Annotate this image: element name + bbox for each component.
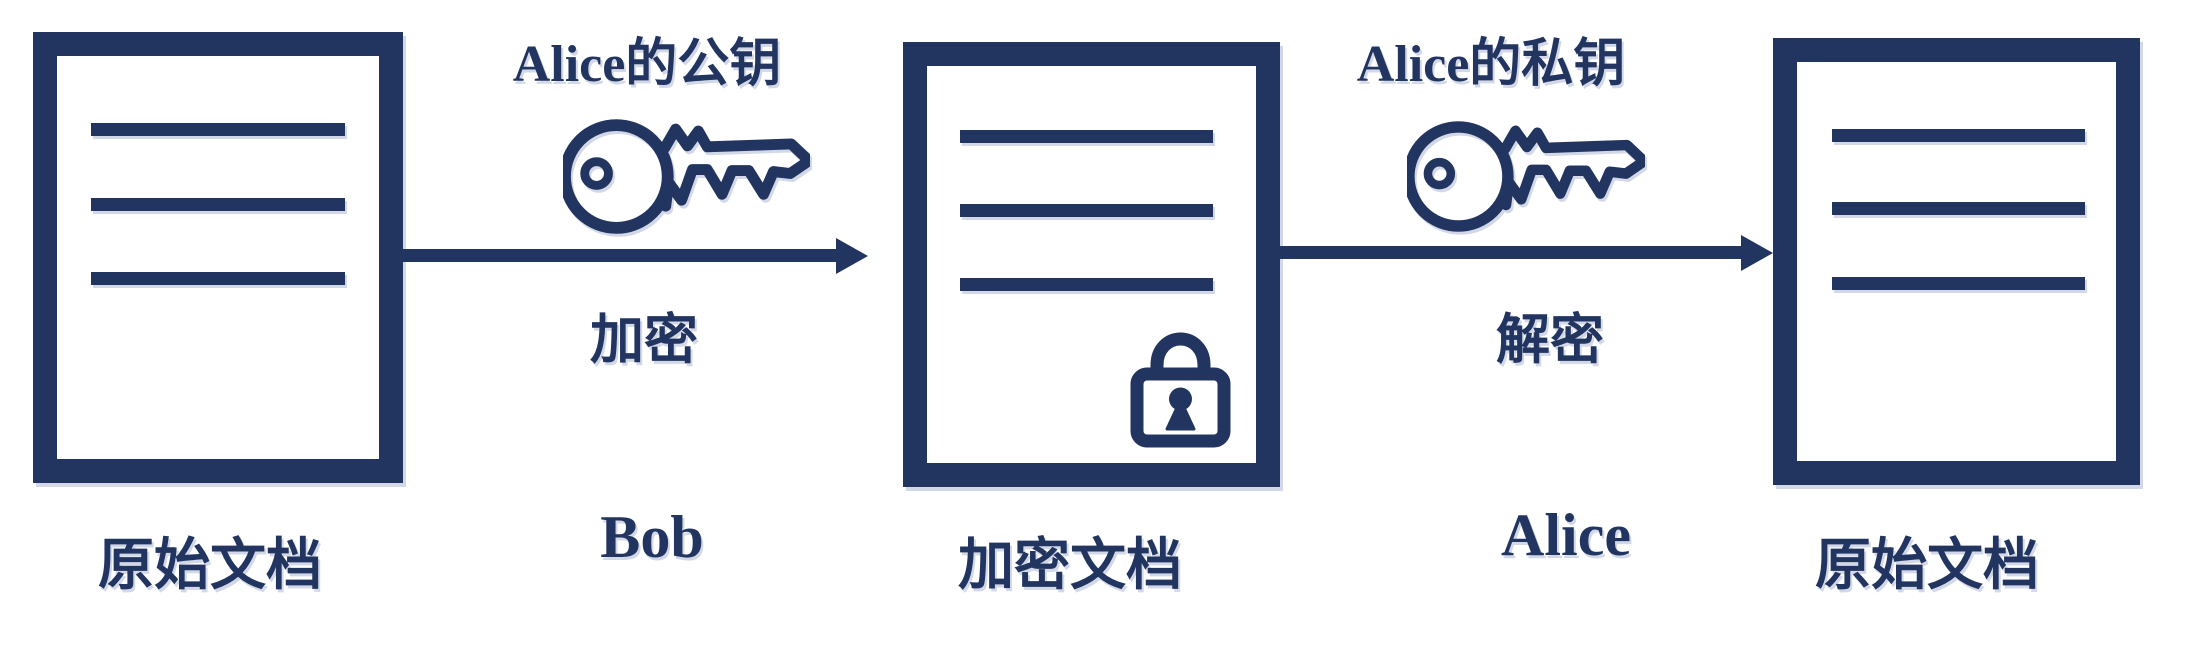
- encrypt-action-label: 加密: [590, 310, 698, 370]
- document-text-line: [1832, 202, 2085, 215]
- document-label-original-right: 原始文档: [1815, 533, 2039, 596]
- document-text-line: [1832, 129, 2085, 142]
- decrypt-arrow-head-icon: [1741, 235, 1773, 271]
- encrypt-arrow-head-icon: [836, 238, 868, 274]
- document-text-line: [1832, 277, 2085, 290]
- document-text-line: [960, 278, 1213, 291]
- document-label-original-left: 原始文档: [98, 533, 322, 596]
- document-box-original-left: [33, 32, 403, 483]
- document-box-original-right: [1773, 38, 2140, 485]
- private-key-label: Alice的私钥: [1356, 36, 1626, 93]
- document-text-line: [960, 130, 1213, 143]
- actor-label-bob: Bob: [600, 504, 704, 570]
- document-label-encrypted: 加密文档: [958, 533, 1182, 596]
- document-text-line: [960, 204, 1213, 217]
- encrypt-arrow-line: [400, 249, 840, 262]
- document-text-line: [91, 198, 345, 211]
- decrypt-action-label: 解密: [1496, 310, 1604, 370]
- document-text-line: [91, 123, 345, 136]
- document-text-line: [91, 272, 345, 285]
- padlock-icon: [1130, 332, 1231, 448]
- actor-label-alice: Alice: [1501, 502, 1631, 568]
- public-key-label: Alice的公钥: [512, 36, 782, 93]
- decrypt-arrow-line: [1280, 246, 1743, 259]
- document-box-encrypted: [903, 42, 1280, 487]
- key-icon: [1407, 121, 1645, 232]
- key-icon: [563, 119, 810, 234]
